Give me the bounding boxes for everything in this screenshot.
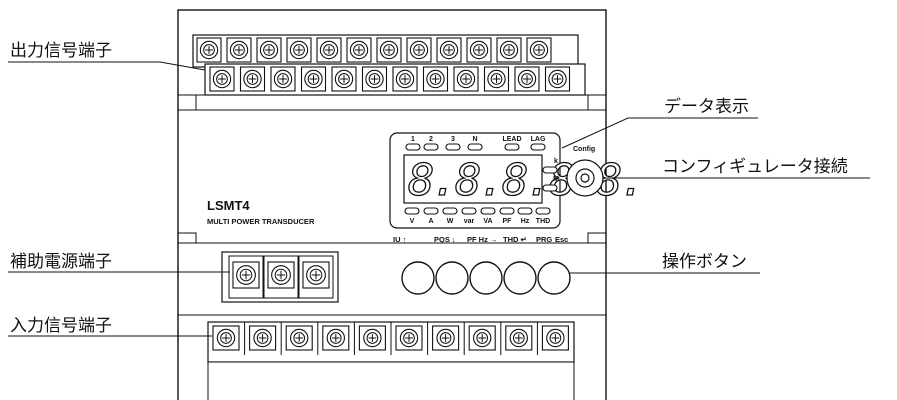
aux-power-terminal — [302, 261, 330, 289]
input-terminal — [249, 325, 277, 351]
output-terminal — [436, 37, 462, 63]
callout-config-connection: コンフィギュレータ接続 — [662, 157, 848, 177]
input-terminal — [505, 325, 533, 351]
unit-label: THD — [536, 218, 550, 225]
leader-output-terminals — [8, 61, 206, 71]
output-terminal — [346, 37, 372, 63]
model-label: LSMT4 — [207, 198, 250, 213]
output-terminal — [422, 66, 449, 92]
unit-led — [423, 207, 439, 215]
unit-led — [461, 207, 477, 215]
output-terminal — [331, 66, 357, 92]
input-terminal — [322, 325, 350, 351]
side-indicator-label: k — [554, 158, 558, 165]
button-label-prg: PRG — [536, 235, 552, 244]
aux-power-terminal — [232, 261, 260, 289]
output-terminal — [496, 37, 522, 63]
indicator-led — [504, 143, 520, 151]
input-terminal — [395, 325, 423, 351]
aux-power-terminal — [267, 261, 295, 289]
output-terminal — [256, 37, 282, 63]
input-terminal — [541, 325, 569, 351]
output-terminal-block-upper — [192, 34, 579, 68]
side-led — [542, 166, 558, 174]
output-terminal — [226, 37, 252, 63]
output-terminal — [544, 66, 571, 92]
unit-led — [517, 207, 533, 215]
output-terminal — [300, 66, 327, 92]
indicator-led — [467, 143, 483, 151]
output-terminal — [483, 66, 510, 92]
indicator-led — [530, 143, 546, 151]
indicator-label: LAG — [531, 136, 546, 143]
unit-led — [404, 207, 420, 215]
input-terminal-block — [207, 321, 575, 363]
model-description: MULTI POWER TRANSDUCER — [207, 217, 315, 226]
output-terminal — [406, 37, 432, 63]
output-terminal-block-lower — [204, 63, 586, 96]
input-terminal — [212, 325, 240, 351]
operation-button-1[interactable] — [401, 261, 435, 295]
output-terminal — [286, 37, 312, 63]
unit-label: W — [447, 218, 454, 225]
display-digits: 8.8.8.8.8. — [408, 155, 643, 206]
unit-label: A — [428, 218, 433, 225]
callout-data-display: データ表示 — [664, 96, 749, 117]
unit-label: PF — [503, 218, 513, 225]
unit-label: V — [410, 218, 415, 225]
output-terminal — [270, 66, 296, 92]
input-terminal — [358, 325, 386, 351]
output-terminal — [526, 37, 552, 63]
indicator-label: LEAD — [502, 136, 521, 143]
input-terminal — [432, 325, 460, 351]
callout-aux-power-terminals: 補助電源端子 — [10, 252, 112, 272]
output-terminal — [514, 66, 540, 92]
input-terminal — [285, 325, 313, 351]
indicator-label: 3 — [451, 136, 455, 143]
indicator-led — [423, 143, 439, 151]
indicator-led — [405, 143, 421, 151]
output-terminal — [361, 66, 388, 92]
seven-segment-display — [403, 154, 543, 204]
operation-button-3[interactable] — [469, 261, 503, 295]
callout-output-terminals: 出力信号端子 — [10, 41, 112, 61]
operation-button-2[interactable] — [435, 261, 469, 295]
unit-label: VA — [483, 218, 492, 225]
output-terminal — [239, 66, 266, 92]
button-label-thd: THD ↵ — [503, 235, 527, 244]
indicator-led — [445, 143, 461, 151]
leader-data-display — [561, 117, 758, 149]
unit-led — [499, 207, 515, 215]
button-label-pqs: PQS ↓ — [434, 235, 456, 244]
input-terminal — [468, 325, 496, 351]
callout-operation-buttons: 操作ボタン — [662, 252, 747, 272]
side-led — [542, 184, 558, 192]
aux-power-terminal-block — [221, 251, 339, 303]
config-label: Config — [573, 146, 595, 153]
button-label-esc: Esc — [555, 235, 568, 244]
button-label-pf-hz: PF Hz → — [467, 235, 497, 244]
output-terminal — [392, 66, 418, 92]
unit-led — [535, 207, 551, 215]
side-indicator-label: M — [553, 176, 559, 183]
operation-button-4[interactable] — [503, 261, 537, 295]
unit-label: var — [464, 218, 475, 225]
output-terminal — [209, 66, 235, 92]
output-terminal — [466, 37, 492, 63]
unit-label: Hz — [521, 218, 530, 225]
operation-button-5[interactable] — [537, 261, 571, 295]
indicator-label: 1 — [411, 136, 415, 143]
unit-led — [442, 207, 458, 215]
output-terminal — [196, 37, 222, 63]
unit-led — [480, 207, 496, 215]
button-label-iu: IU ↑ — [393, 235, 406, 244]
output-terminal — [316, 37, 342, 63]
callout-input-terminals: 入力信号端子 — [10, 316, 112, 336]
indicator-label: 2 — [429, 136, 433, 143]
output-terminal — [376, 37, 402, 63]
output-terminal — [453, 66, 479, 92]
indicator-label: N — [472, 136, 477, 143]
